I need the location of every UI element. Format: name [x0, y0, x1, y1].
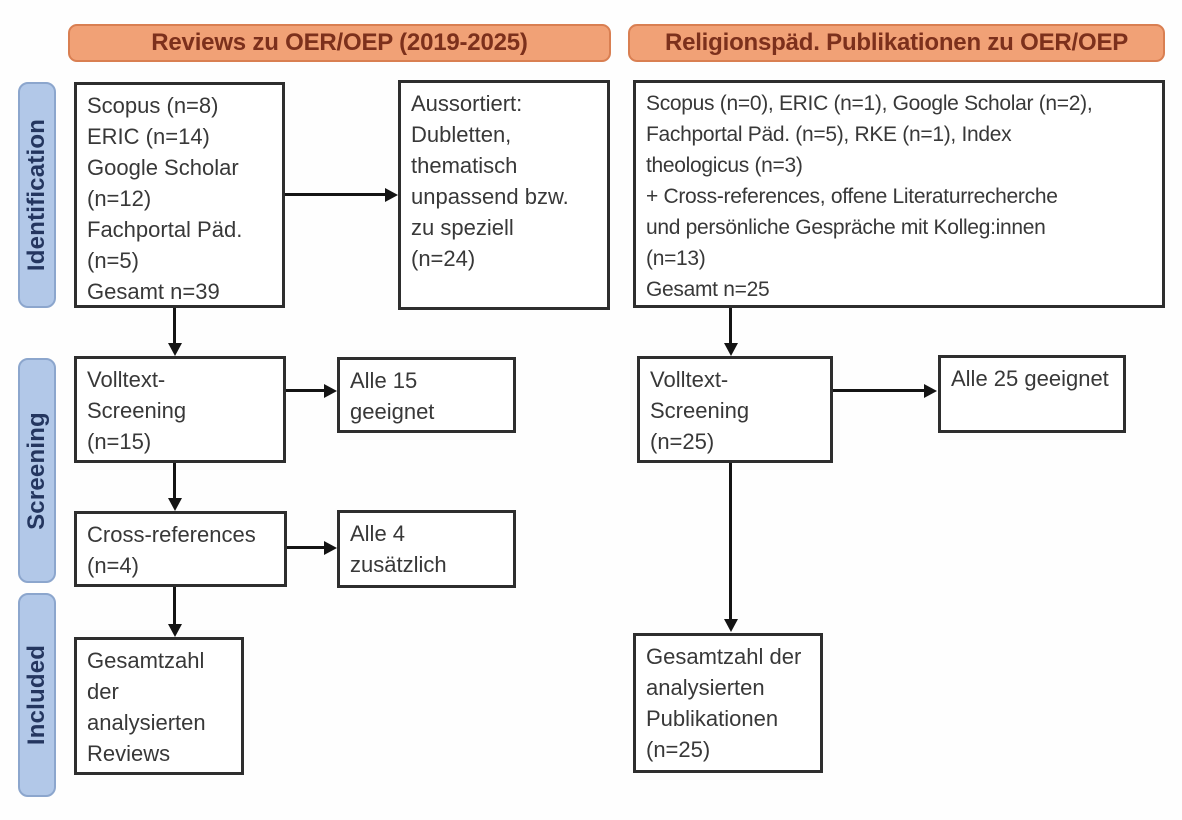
arrow-right-icon	[324, 540, 337, 555]
arrow-down-icon	[167, 624, 182, 637]
stage-label-identification-text: Identification	[23, 118, 50, 272]
identification-sources-right-box: Scopus (n=0), ERIC (n=1), Google Scholar…	[633, 80, 1165, 308]
fulltext-screening-right-box: Volltext- Screening (n=25)	[637, 356, 833, 463]
cross-references-result-box: Alle 4 zusätzlich aufgenommen	[337, 510, 516, 588]
excluded-records-box: Aussortiert: Dubletten, thematisch unpas…	[398, 80, 610, 310]
arrow-screening-left-to-crossref-line	[173, 463, 176, 499]
stage-label-identification: Identification	[18, 82, 56, 308]
column-header-reviews: Reviews zu OER/OEP (2019-2025)	[68, 24, 611, 62]
arrow-id-left-to-excluded-line	[285, 193, 386, 196]
identification-sources-left-box: Scopus (n=8) ERIC (n=14) Google Scholar …	[74, 82, 285, 308]
arrow-id-left-to-screening-line	[173, 308, 176, 344]
column-header-religionspaed: Religionspäd. Publikationen zu OER/OEP	[628, 24, 1165, 62]
included-publications-box: Gesamtzahl der analysierten Publikatione…	[633, 633, 823, 773]
arrow-right-icon	[385, 187, 398, 202]
arrow-down-icon	[723, 619, 738, 632]
arrow-crossref-to-included-line	[173, 587, 176, 625]
stage-label-included: Included	[18, 593, 56, 797]
arrow-screening-right-to-result-line	[833, 389, 925, 392]
included-reviews-box: Gesamtzahl der analysierten Reviews (n=1…	[74, 637, 244, 775]
screening-result-right-box: Alle 25 geeignet	[938, 355, 1126, 433]
arrow-id-right-to-screening-line	[729, 308, 732, 344]
arrow-screening-right-to-included-line	[729, 463, 732, 620]
arrow-crossref-to-result-line	[287, 546, 325, 549]
arrow-screening-left-to-result-line	[286, 389, 325, 392]
arrow-right-icon	[324, 383, 337, 398]
arrow-down-icon	[167, 498, 182, 511]
screening-result-left-box: Alle 15 geeignet	[337, 357, 516, 433]
arrow-down-icon	[723, 343, 738, 356]
stage-label-screening-text: Screening	[23, 411, 50, 530]
fulltext-screening-left-box: Volltext- Screening (n=15)	[74, 356, 286, 463]
stage-label-screening: Screening	[18, 358, 56, 583]
arrow-right-icon	[924, 383, 937, 398]
stage-label-included-text: Included	[23, 644, 50, 746]
arrow-down-icon	[167, 343, 182, 356]
cross-references-box: Cross-references (n=4)	[74, 511, 287, 587]
